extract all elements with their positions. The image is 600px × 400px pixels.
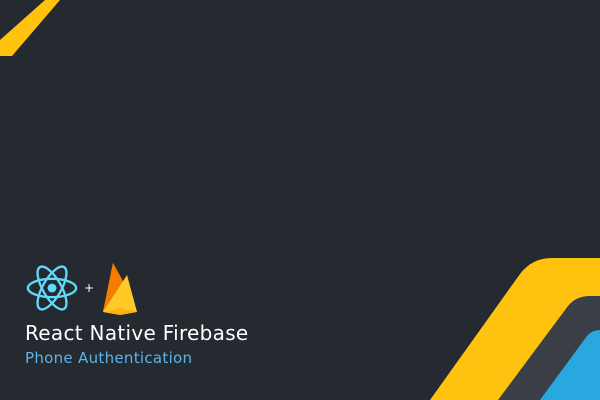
subtitle: Phone Authentication (25, 349, 193, 367)
react-logo-icon (26, 265, 78, 311)
firebase-logo-icon (103, 263, 138, 315)
logo-row: + (25, 260, 141, 316)
plus-sign: + (84, 281, 95, 295)
title: React Native Firebase (25, 321, 249, 345)
